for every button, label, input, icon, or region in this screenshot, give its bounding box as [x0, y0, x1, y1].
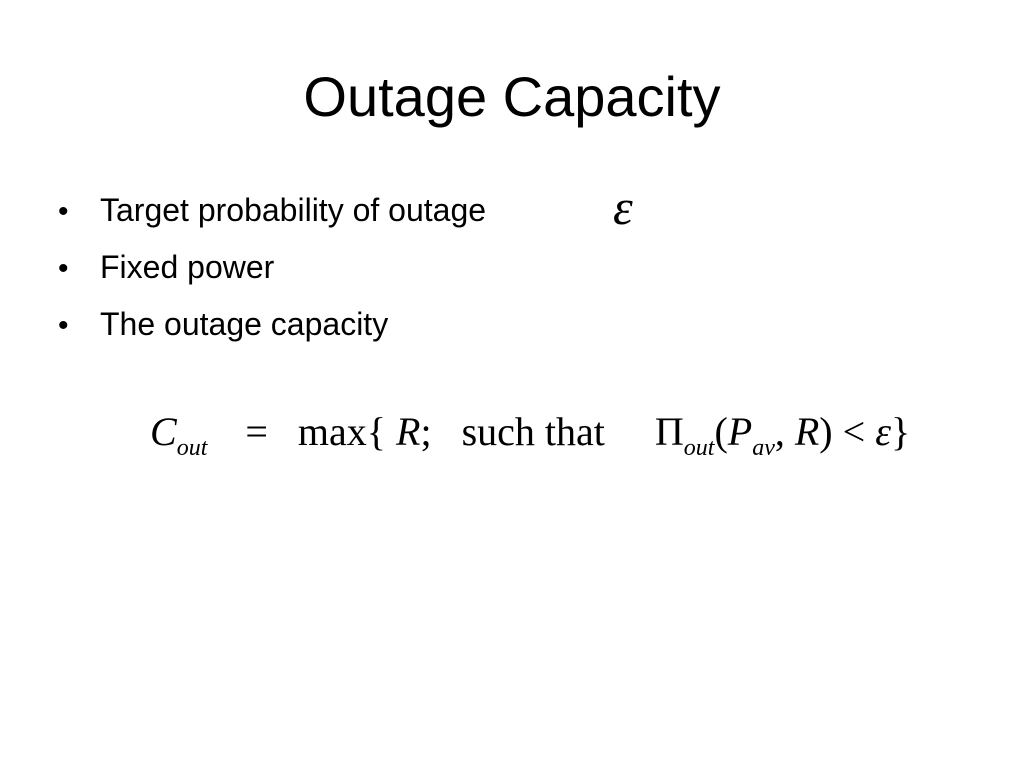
formula-p: P	[727, 409, 753, 454]
formula-paren-close: )	[819, 409, 833, 454]
bullet-dot: •	[58, 195, 69, 228]
formula-pi-subscript: out	[683, 435, 715, 461]
epsilon-symbol: ε	[613, 179, 633, 235]
formula-comma: ,	[774, 409, 785, 454]
formula-less-than: <	[842, 409, 866, 454]
bullet-dot: •	[58, 309, 69, 342]
formula-brace-close: }	[890, 409, 911, 454]
formula-p-subscript: av	[752, 435, 775, 461]
slide-title: Outage Capacity	[303, 65, 721, 128]
formula-max: max{	[297, 409, 386, 454]
bullet-item-target-probability: • Target probability of outage ε	[58, 182, 633, 245]
formula-c-subscript: out	[176, 435, 208, 461]
formula-semicolon: ;	[420, 409, 432, 454]
bullet-text: Fixed power	[100, 249, 275, 285]
bullet-item-fixed-power: • Fixed power	[58, 245, 486, 302]
formula-equals: =	[245, 409, 268, 454]
formula-such-that: such that	[461, 409, 605, 454]
bullet-text: The outage capacity	[100, 306, 389, 342]
formula-epsilon: ε	[875, 409, 891, 454]
bullet-item-outage-capacity: • The outage capacity	[58, 302, 486, 359]
formula-pi: Π	[654, 409, 684, 454]
bullet-text: Target probability of outage	[100, 192, 487, 228]
outage-capacity-formula: Cout = max{ R; such that Πout(Pav, R) < …	[150, 404, 910, 460]
formula-paren-open: (	[714, 409, 728, 454]
bullet-dot: •	[58, 252, 69, 285]
bullet-list: • Target probability of outage ε • Fixed p…	[58, 182, 633, 359]
formula-c: C	[150, 409, 177, 454]
formula-r: R	[396, 409, 421, 454]
formula-r-arg: R	[794, 409, 820, 454]
